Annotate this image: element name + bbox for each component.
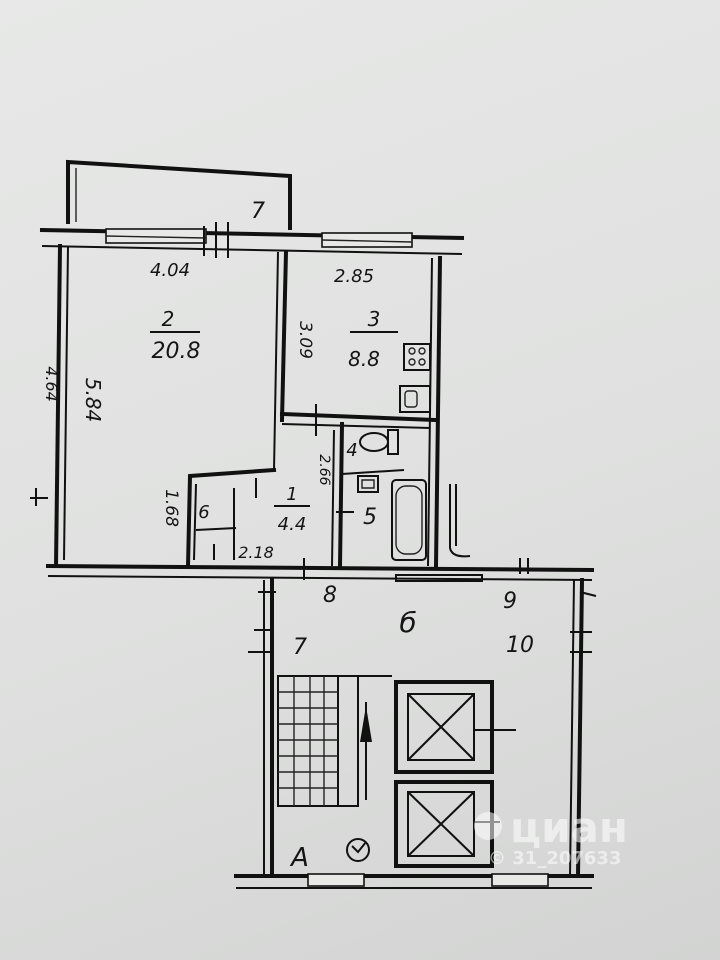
- room-3-number: 3: [368, 307, 381, 331]
- bathtub-icon: [391, 479, 427, 561]
- marker-7-balcony: 7: [251, 199, 265, 224]
- dimension-4-64: 4.64: [42, 366, 61, 402]
- stair-letter: А: [289, 843, 309, 873]
- marker-7-hall: 7: [293, 635, 307, 660]
- room-3-area: 8.8: [348, 347, 380, 371]
- room-1-area: 4.4: [278, 514, 307, 535]
- marker-6: 6: [198, 502, 209, 523]
- room-2-area: 20.8: [152, 339, 201, 364]
- stove-icon: [403, 343, 431, 371]
- room-1-number: 1: [286, 484, 297, 505]
- watermark-brand: циан: [510, 803, 628, 852]
- marker-10: 10: [506, 633, 534, 658]
- stair-arrow-icon: [360, 702, 372, 800]
- dimension-3-09: 3.09: [295, 321, 315, 359]
- watermark-id: © 31_207633: [488, 848, 621, 869]
- dimension-2-18: 2.18: [238, 543, 274, 562]
- marker-5: 5: [363, 505, 377, 530]
- marker-9: 9: [503, 589, 517, 614]
- toilet-icon: [359, 429, 399, 455]
- dimension-4-04: 4.04: [150, 260, 190, 281]
- cian-watermark: циан © 31_207633: [474, 803, 628, 869]
- pipe-shaft: [449, 484, 471, 558]
- dimension-5-84: 5.84: [81, 378, 105, 423]
- wall-ticks: [30, 404, 597, 653]
- room-2-number: 2: [162, 307, 175, 331]
- marker-8: 8: [323, 583, 337, 608]
- clock-icon: [346, 838, 370, 862]
- interior-walls: [185, 249, 439, 569]
- stairs: [277, 675, 392, 807]
- hall-letter: б: [399, 606, 416, 639]
- sink-icon: [399, 385, 431, 413]
- balcony: [66, 159, 292, 230]
- elevator-shaft-1: [394, 680, 516, 774]
- washbasin-icon: [357, 475, 379, 493]
- entrance-window: [307, 873, 549, 887]
- marker-4: 4: [346, 440, 357, 461]
- window-room-3: [321, 232, 413, 248]
- dimension-2-85: 2.85: [334, 266, 374, 287]
- apartment-door: [395, 558, 529, 582]
- dimension-2-66: 2.66: [316, 454, 332, 485]
- dimension-1-68: 1.68: [161, 489, 181, 527]
- balcony-door: [203, 222, 229, 258]
- window-room-2: [105, 228, 207, 244]
